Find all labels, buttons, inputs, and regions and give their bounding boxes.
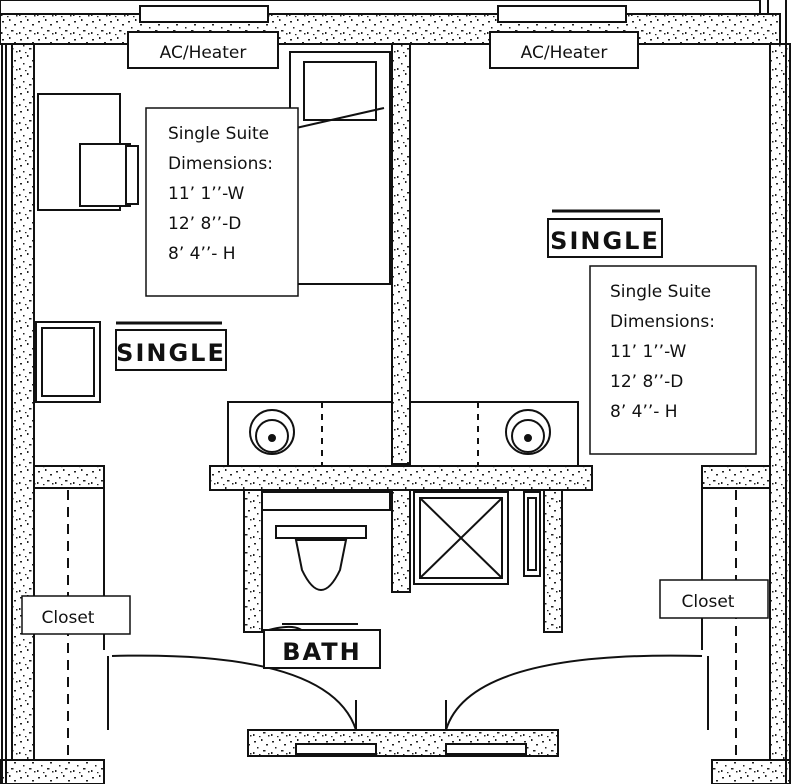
door-left-swing — [111, 654, 357, 731]
desk — [37, 93, 139, 211]
heater-left-label: AC/Heater — [160, 43, 247, 63]
suite-info-right-line: Dimensions: — [610, 312, 715, 332]
towel-bar — [261, 491, 391, 511]
heater-left: AC/Heater — [127, 31, 279, 69]
suite-info-right-line: 8’ 4’’- H — [610, 402, 678, 422]
top-edge-band — [0, 0, 761, 15]
right-closet-wall — [701, 465, 771, 489]
dresser — [35, 321, 101, 403]
window-left — [139, 5, 269, 23]
suite-info-left-line: 8’ 4’’- H — [168, 244, 236, 264]
suite-info-left: Single Suite Dimensions: 11’ 1’’-W 12’ 8… — [145, 107, 299, 297]
room-label-right: SINGLE — [547, 209, 663, 258]
suite-info-left-line: 12’ 8’’-D — [168, 214, 241, 234]
bath-left-wall — [243, 489, 263, 633]
pillow — [303, 61, 377, 121]
heater-right-label: AC/Heater — [521, 43, 608, 63]
window-right — [497, 5, 627, 23]
bed-sheet-fold — [295, 107, 385, 129]
left-wall — [11, 43, 35, 784]
bath-right-wall — [543, 489, 563, 633]
closet-label-right-text: Closet — [682, 592, 735, 612]
bottom-thresholds — [295, 743, 527, 755]
bath-top-wall — [209, 465, 593, 491]
room-label-right-text: SINGLE — [550, 227, 660, 255]
closet-label-left-text: Closet — [42, 608, 95, 628]
top-wall — [0, 13, 781, 45]
room-label-left-text: SINGLE — [116, 339, 226, 367]
bath-label-text: BATH — [282, 638, 361, 666]
bath-middle-wall — [391, 489, 411, 593]
vanity-right — [409, 401, 579, 467]
closet-label-left: Closet — [21, 595, 131, 635]
desk-chair — [79, 143, 131, 207]
heater-right: AC/Heater — [489, 31, 639, 69]
suite-info-right-line: Single Suite — [610, 282, 711, 302]
bottom-right-wall — [711, 759, 791, 784]
bed — [289, 51, 391, 285]
left-closet-wall — [33, 465, 105, 489]
suite-info-left-line: Dimensions: — [168, 154, 273, 174]
suite-info-right-line: 11’ 1’’-W — [610, 342, 687, 362]
closet-label-right: Closet — [659, 579, 769, 619]
desk-chair-back — [125, 145, 139, 205]
suite-info-right-line: 12’ 8’’-D — [610, 372, 683, 392]
windows — [139, 5, 627, 23]
vanity-left — [227, 401, 393, 467]
room-label-left: SINGLE — [115, 321, 227, 371]
bath-label: BATH — [263, 623, 381, 669]
door-right-swing — [445, 654, 703, 731]
suite-info-right: Single Suite Dimensions: 11’ 1’’-W 12’ 8… — [589, 265, 757, 455]
doors — [107, 625, 709, 731]
toilet-tank — [275, 525, 367, 539]
toilet-icon — [294, 539, 348, 591]
center-wall — [391, 43, 411, 465]
bottom-left-wall — [0, 759, 105, 784]
suite-info-left-line: Single Suite — [168, 124, 269, 144]
suite-info-left-line: 11’ 1’’-W — [168, 184, 245, 204]
closet-lines — [67, 490, 737, 756]
bath-fixtures — [261, 491, 541, 591]
